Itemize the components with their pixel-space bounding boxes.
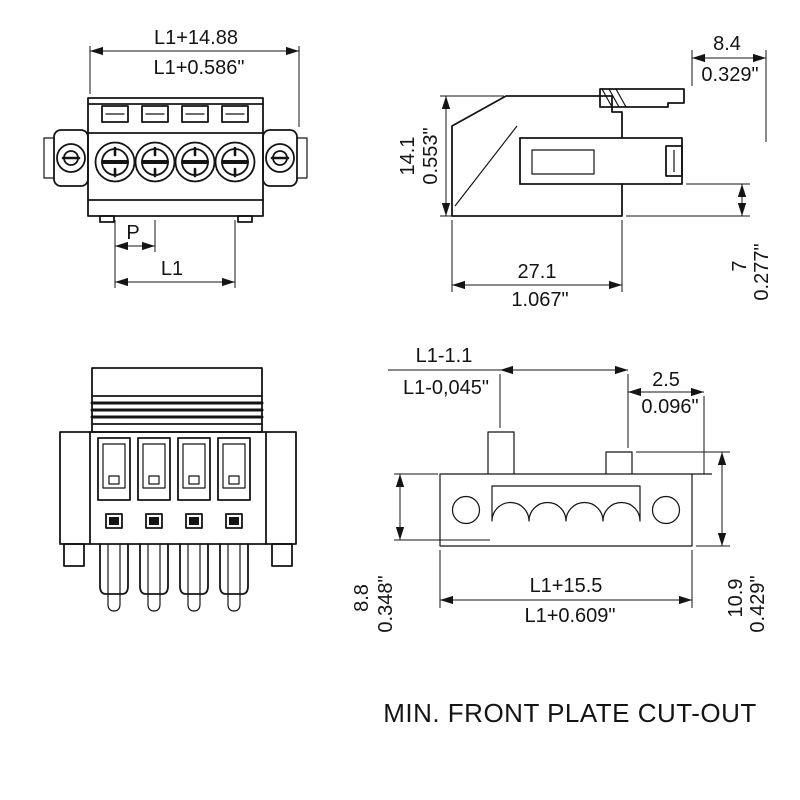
dim-cutout-left-mm: 8.8 (351, 584, 373, 612)
side-view: 14.1 0.553" 8.4 0.329" 27.1 1.067" 7 0.2… (397, 33, 773, 311)
mounting-flange-right (262, 129, 308, 187)
cutout-scalloped-contour (491, 485, 641, 522)
cutout-latch-notch-1 (487, 431, 515, 474)
plug-pole-4 (217, 437, 251, 612)
dim-side-latch-in: 0.329" (701, 64, 758, 86)
drawing-caption: MIN. FRONT PLATE CUT-OUT (383, 698, 757, 728)
dim-cutout-right-in: 0.429" (747, 575, 769, 632)
latch-lever (599, 88, 685, 108)
clamp-screw-tip (665, 145, 683, 177)
dim-cutout-offset-mm: 2.5 (652, 369, 680, 391)
plug-view (59, 367, 297, 612)
terminal-pole-3 (174, 105, 216, 183)
dim-cutout-left-in: 0.348" (375, 575, 397, 632)
plug-pole-3 (177, 437, 211, 612)
dim-side-depth-mm: 27.1 (518, 261, 557, 283)
dim-side-panel-in: 0.277" (751, 243, 773, 300)
plug-pole-1 (97, 437, 131, 612)
terminal-pole-1 (94, 105, 136, 183)
mounting-flange-left (43, 129, 89, 187)
dim-side-height-in: 0.553" (420, 127, 442, 184)
terminal-pole-4 (214, 105, 256, 183)
plug-lever-block (90, 367, 264, 433)
dim-side-panel-mm: 7 (729, 260, 751, 271)
dim-front-width-mm: L1+14.88 (154, 27, 238, 49)
dim-cutout-top-mm: L1-1.1 (416, 345, 473, 367)
dim-cutout-right-mm: 10.9 (725, 579, 747, 618)
cutout-hole-right (651, 495, 681, 525)
dim-cutout-width-mm: L1+15.5 (530, 575, 603, 597)
side-view-dimension-lines (440, 50, 767, 292)
dim-cutout-offset-in: 0.096" (641, 396, 698, 418)
dim-front-width-in: L1+0.586" (153, 57, 244, 79)
side-view-body (451, 88, 685, 217)
dim-front-pitch-label: P (126, 222, 139, 244)
plug-body (59, 431, 297, 567)
dim-side-height-mm: 14.1 (397, 137, 419, 176)
cutout-contour (439, 431, 712, 547)
cutout-hole-left (451, 495, 481, 525)
dim-front-length-label: L1 (161, 258, 183, 280)
dim-cutout-width-in: L1+0.609" (524, 605, 615, 627)
cutout-view: L1-1.1 L1-0,045" 2.5 0.096" 8.8 0.348" L… (351, 345, 769, 633)
cutout-latch-notch-2 (605, 451, 633, 474)
dim-cutout-top-in: L1-0,045" (403, 377, 489, 399)
front-view-dimension-lines (89, 46, 300, 288)
dim-side-depth-in: 1.067" (511, 289, 568, 311)
dim-side-latch-mm: 8.4 (713, 33, 741, 55)
cutout-dimension-lines (388, 365, 730, 608)
front-view: L1+14.88 L1+0.586" P L1 (43, 27, 308, 288)
terminal-pole-2 (134, 105, 176, 183)
plug-pole-2 (137, 437, 171, 612)
